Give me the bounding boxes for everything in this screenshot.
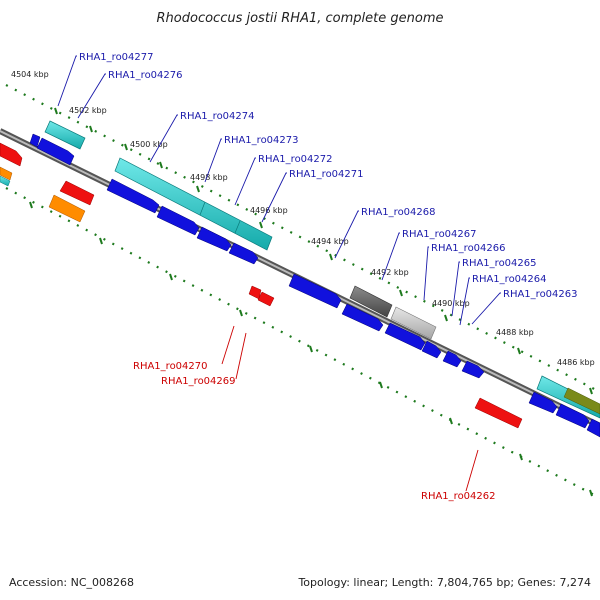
scale-label: 4498 kbp: [190, 173, 228, 182]
gene-label[interactable]: RHA1_ro04264: [472, 274, 547, 285]
scale-label: 4488 kbp: [496, 328, 534, 337]
scale-label: 4494 kbp: [311, 237, 349, 246]
gene-label[interactable]: RHA1_ro04267: [402, 229, 477, 240]
gene-feature[interactable]: [106, 178, 160, 214]
gene-feature[interactable]: [586, 418, 600, 438]
gene-label[interactable]: RHA1_ro04277: [79, 52, 154, 63]
gene-feature[interactable]: [48, 194, 86, 223]
gene-feature[interactable]: [341, 303, 384, 332]
genome-stats-text: Topology: linear; Length: 7,804,765 bp; …: [297, 576, 591, 589]
gene-feature[interactable]: [196, 226, 232, 252]
gene-label[interactable]: RHA1_ro04270: [133, 361, 208, 372]
gene-feature[interactable]: [563, 387, 600, 415]
gene-feature[interactable]: [257, 291, 275, 307]
gene-feature[interactable]: [114, 157, 273, 251]
scale-label: 4502 kbp: [69, 106, 107, 115]
gene-label[interactable]: RHA1_ro04262: [421, 491, 496, 502]
gene-label[interactable]: RHA1_ro04271: [289, 169, 364, 180]
scale-label: 4496 kbp: [250, 206, 288, 215]
label-leaders-forward: [57, 55, 501, 326]
gene-feature[interactable]: [44, 120, 86, 150]
gene-feature[interactable]: [0, 142, 23, 167]
gene-feature[interactable]: [228, 242, 259, 265]
gene-label[interactable]: RHA1_ro04269: [161, 376, 236, 387]
gene-feature[interactable]: [390, 306, 437, 340]
gene-feature[interactable]: [384, 322, 426, 351]
map-title: Rhodococcus jostii RHA1, complete genome: [157, 11, 444, 26]
gene-feature[interactable]: [555, 403, 590, 429]
gene-label[interactable]: RHA1_ro04265: [462, 258, 537, 269]
gene-feature[interactable]: [349, 285, 393, 318]
gene-label[interactable]: RHA1_ro04263: [503, 289, 578, 300]
gene-label[interactable]: RHA1_ro04268: [361, 207, 436, 218]
scale-ticks-lower: [29, 201, 593, 497]
scale-label: 4504 kbp: [11, 70, 49, 79]
gene-feature[interactable]: [474, 397, 523, 429]
scale-line-upper: [5, 84, 600, 393]
gene-label[interactable]: RHA1_ro04272: [258, 154, 333, 165]
gene-feature[interactable]: [29, 133, 41, 148]
gene-label[interactable]: RHA1_ro04266: [431, 243, 506, 254]
gene-feature[interactable]: [59, 180, 95, 206]
label-leaders-reverse: [221, 325, 479, 492]
gene-feature[interactable]: [156, 205, 200, 236]
scale-ticks-upper: [54, 107, 593, 395]
gene-feature[interactable]: [0, 166, 13, 181]
gene-label[interactable]: RHA1_ro04274: [180, 111, 255, 122]
gene-feature[interactable]: [442, 350, 462, 368]
scale-label: 4500 kbp: [130, 140, 168, 149]
gene-feature[interactable]: [421, 340, 442, 359]
gene-feature[interactable]: [528, 391, 558, 414]
gene-feature[interactable]: [0, 175, 11, 187]
gene-label[interactable]: RHA1_ro04273: [224, 135, 299, 146]
scale-label: 4486 kbp: [557, 358, 595, 367]
scale-label: 4492 kbp: [371, 268, 409, 277]
gene-feature[interactable]: [288, 273, 342, 309]
gene-label[interactable]: RHA1_ro04276: [108, 70, 183, 81]
scale-line-lower: [5, 187, 600, 499]
scale-label: 4490 kbp: [432, 299, 470, 308]
gene-feature[interactable]: [36, 137, 75, 166]
gene-feature[interactable]: [461, 360, 485, 379]
accession-text: Accession: NC_008268: [9, 576, 134, 589]
